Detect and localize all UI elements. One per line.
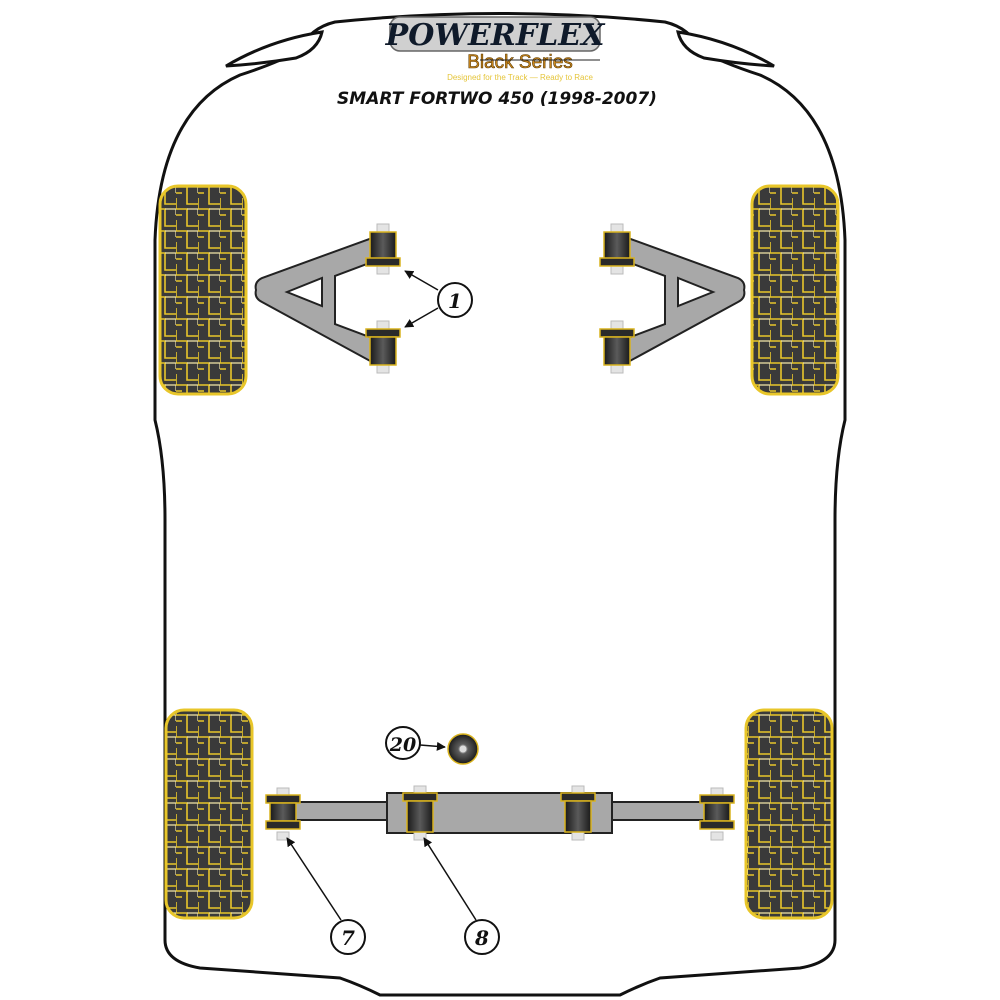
car-body-outline <box>153 12 847 997</box>
left-headlamp <box>225 30 324 68</box>
rear-bushes <box>265 785 735 841</box>
callout-20-label: 20 <box>389 734 416 756</box>
bush-rear-link-right <box>699 787 735 841</box>
bush-fr-upper <box>599 223 635 275</box>
callout-8: 8 <box>423 837 500 955</box>
front-left-tyre <box>158 184 248 396</box>
logo-brand-name: POWERFLEX <box>385 18 606 53</box>
bush-subframe-left <box>402 785 438 841</box>
front-right-wishbone <box>627 236 746 364</box>
callout-8-label: 8 <box>474 926 489 950</box>
powerflex-logo: POWERFLEX Black Series Designed for the … <box>385 16 606 82</box>
logo-series: Black Series <box>467 52 573 73</box>
bush-fl-upper <box>365 223 401 275</box>
callout-7: 7 <box>286 837 366 955</box>
callout-20: 20 <box>385 726 446 760</box>
bush-rear-link-left <box>265 787 301 841</box>
rear-left-tyre <box>164 708 254 920</box>
bush-subframe-right <box>560 785 596 841</box>
logo-tagline: Designed for the Track — Ready to Race <box>447 73 593 82</box>
tyres <box>158 184 840 920</box>
rear-centre-mount <box>447 733 479 765</box>
front-left-wishbone <box>254 236 373 364</box>
callout-1: 1 <box>404 270 473 328</box>
front-right-tyre <box>750 184 840 396</box>
diagram-title: SMART FORTWO 450 (1998-2007) <box>337 89 657 109</box>
callout-7-label: 7 <box>341 926 355 950</box>
callout-1-label: 1 <box>448 289 462 313</box>
rear-subframe <box>289 792 721 834</box>
bush-fl-lower <box>365 320 401 374</box>
front-bushes <box>365 223 635 374</box>
bush-fr-lower <box>599 320 635 374</box>
right-headlamp <box>676 30 775 68</box>
rear-right-tyre <box>744 708 834 920</box>
